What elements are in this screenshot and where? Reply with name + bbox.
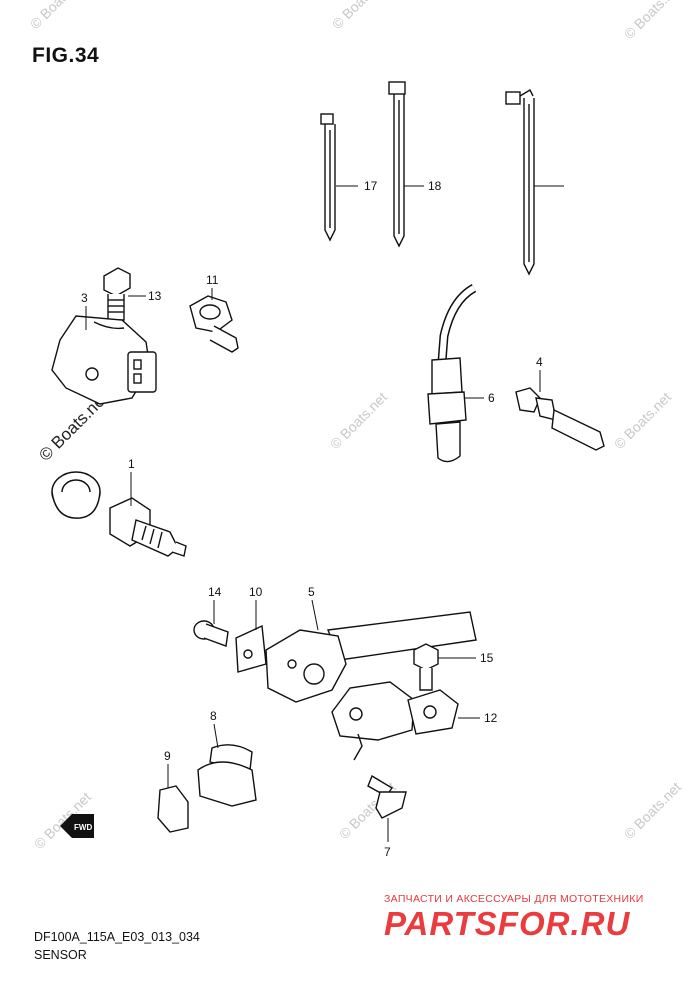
sensor-7 <box>353 733 407 819</box>
leader-lines <box>85 185 564 842</box>
sensor-5 <box>265 611 477 703</box>
callout-labels: 17 18 13 3 11 6 4 1 14 10 5 15 12 8 9 7 <box>81 179 543 859</box>
watermark: © Boats.net <box>611 389 674 452</box>
clamp-10 <box>235 624 267 673</box>
cable-tie-18 <box>505 89 535 276</box>
callout-16: 17 <box>364 179 378 193</box>
callout-12: 12 <box>484 711 498 725</box>
callout-15: 14 <box>208 585 222 599</box>
watermark: © Boats.net <box>327 389 390 452</box>
sensor-1 <box>109 497 187 557</box>
figure-title: FIG.34 <box>32 44 100 67</box>
cable-tie-17 <box>388 81 406 248</box>
callout-6: 6 <box>488 391 495 405</box>
figure-caption: SENSOR <box>34 948 87 962</box>
bolt-15 <box>193 620 229 647</box>
grommet <box>51 471 101 519</box>
watermark: © Boats.net <box>329 0 392 32</box>
callout-4: 4 <box>536 355 543 369</box>
watermark: © Boats.net <box>621 0 684 42</box>
sensor-11 <box>189 295 239 353</box>
callout-3: 3 <box>81 291 88 305</box>
cable-tie-16 <box>320 113 336 242</box>
watermark: © Boats.net <box>621 779 684 842</box>
fwd-label: FWD <box>74 823 92 832</box>
sensor-6 <box>427 284 477 463</box>
callout-14: 15 <box>480 651 494 665</box>
callout-17: 18 <box>428 179 442 193</box>
shop-logo: PARTSFOR.RU <box>384 905 631 942</box>
watermark: © Boats.net <box>27 0 90 32</box>
callout-5: 5 <box>308 585 315 599</box>
plate-9 <box>157 785 189 833</box>
bolt-14 <box>413 643 439 691</box>
clip-8 <box>197 744 257 807</box>
callout-1: 1 <box>128 457 135 471</box>
bolt-13 <box>103 267 131 321</box>
shop-tagline: ЗАПЧАСТИ И АКСЕССУАРЫ ДЛЯ МОТОТЕХНИКИ <box>384 893 644 905</box>
callout-11: 11 <box>206 273 219 287</box>
callout-10: 10 <box>249 585 263 599</box>
callout-9: 9 <box>164 749 171 763</box>
callout-13: 13 <box>148 289 162 303</box>
map-sensor-3 <box>51 315 157 405</box>
fwd-arrow-icon: FWD <box>60 814 94 838</box>
callout-8: 8 <box>210 709 217 723</box>
bracket-12 <box>331 681 459 741</box>
sensor-4 <box>515 387 605 451</box>
callout-7: 7 <box>384 845 391 859</box>
figure-code: DF100A_115A_E03_013_034 <box>34 930 200 944</box>
